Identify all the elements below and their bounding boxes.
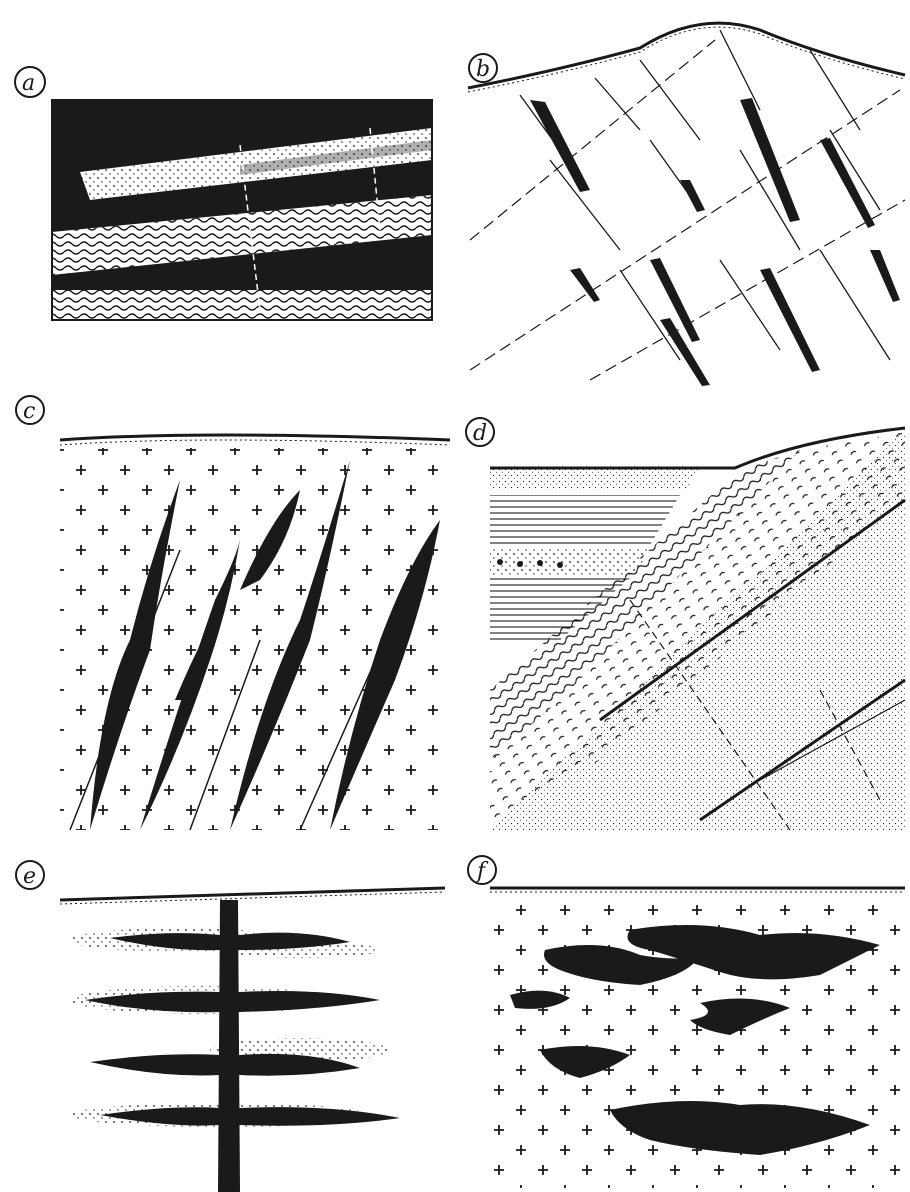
svg-text:f: f bbox=[475, 859, 489, 884]
panel-e-label: e bbox=[16, 861, 44, 889]
svg-text:c: c bbox=[23, 399, 35, 424]
svg-text:e: e bbox=[23, 864, 36, 889]
panel-b-label: b bbox=[469, 54, 497, 82]
panel-b: b bbox=[468, 23, 905, 386]
panel-c-section bbox=[60, 435, 450, 830]
panel-d-label: d bbox=[466, 418, 494, 446]
panel-f-label: f bbox=[468, 856, 496, 884]
panel-d: d bbox=[466, 418, 905, 830]
svg-text:a: a bbox=[22, 71, 35, 96]
svg-text:d: d bbox=[473, 421, 487, 446]
panel-c: c bbox=[16, 396, 450, 830]
panel-a-label: a bbox=[15, 67, 45, 97]
panel-f: f bbox=[468, 856, 905, 1188]
panel-d-section bbox=[490, 428, 905, 830]
svg-text:b: b bbox=[476, 57, 490, 82]
panel-c-label: c bbox=[16, 396, 44, 424]
panel-b-section bbox=[468, 23, 905, 386]
panel-e: e bbox=[16, 861, 445, 1192]
panel-a: a bbox=[15, 67, 432, 320]
panel-e-section bbox=[60, 888, 445, 1192]
panel-a-section bbox=[52, 100, 432, 320]
panel-f-section bbox=[490, 888, 905, 1188]
